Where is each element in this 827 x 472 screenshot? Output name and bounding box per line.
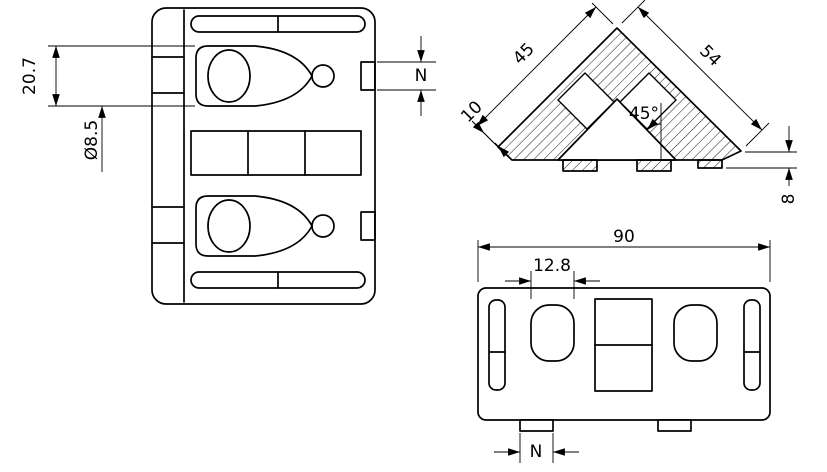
extension-lines (48, 45, 195, 107)
front-view: 20.7 Ø8.5 N (20, 7, 436, 305)
center-web (190, 130, 362, 176)
dim-base-height-label: 8 (779, 194, 799, 205)
left-edge-tabs (151, 56, 185, 244)
left-bottom-tab (519, 419, 554, 432)
upper-bolt-hole (311, 64, 335, 88)
dim-overall-width-label: 90 (613, 227, 635, 247)
dim-angle: 45° (629, 103, 662, 160)
top-view: 90 12.8 N (477, 227, 771, 463)
dim-slot-width-label: 12.8 (533, 256, 571, 276)
dim-hole-diameter-label: Ø8.5 (82, 120, 102, 160)
dim-groove-width-front: N (377, 36, 436, 116)
dim-left-leg-label: 45 (509, 39, 538, 68)
right-groove-lip (636, 159, 672, 172)
dim-leg-thickness-label: 10 (457, 97, 486, 126)
dim-groove-width-front-label: N (415, 66, 428, 86)
dim-tab-width: N (494, 433, 579, 463)
dim-hole-diameter: Ø8.5 (82, 106, 106, 172)
extension-lines (726, 151, 797, 169)
extension-lines (530, 271, 575, 299)
lower-screw-head-recess (207, 199, 251, 253)
lower-right-groove-tab (360, 211, 376, 241)
upper-screw-head-recess (207, 49, 251, 103)
upper-right-groove-tab (360, 61, 376, 91)
dimension-line (637, 6, 763, 131)
lower-keyhole-slot (195, 195, 313, 257)
dimension-arrow-lower (497, 145, 511, 159)
dimension-arrow-upper (471, 120, 485, 134)
end-lip (697, 159, 723, 169)
right-edge-slot (743, 299, 761, 391)
top-view-body (477, 287, 771, 421)
center-web-dividers (247, 130, 306, 176)
right-bottom-tab (657, 419, 692, 432)
extension-lines (377, 61, 436, 91)
dim-tab-width-label: N (530, 442, 543, 462)
left-edge-slot (488, 299, 506, 391)
extension-lines (621, 0, 770, 147)
dim-slot-width: 12.8 (505, 256, 600, 299)
extension-lines (519, 433, 554, 463)
dim-slot-pitch: 20.7 (20, 45, 195, 107)
dimension-line (476, 6, 597, 127)
lower-bolt-hole (311, 214, 335, 238)
dim-angle-label: 45° (629, 104, 659, 124)
corner-section-view: 45 54 10 45° 8 (457, 0, 799, 204)
left-groove-lip (562, 159, 598, 172)
left-oval-hole (530, 304, 575, 362)
right-oval-hole (673, 304, 718, 362)
angle-arc (646, 118, 662, 131)
dim-slot-pitch-label: 20.7 (20, 57, 40, 95)
dim-overall-width: 90 (477, 227, 771, 282)
dim-base-height: 8 (726, 126, 799, 204)
bracket-body-outline (151, 7, 376, 305)
dim-right-leg-label: 54 (695, 41, 724, 70)
upper-keyhole-slot (195, 45, 313, 107)
